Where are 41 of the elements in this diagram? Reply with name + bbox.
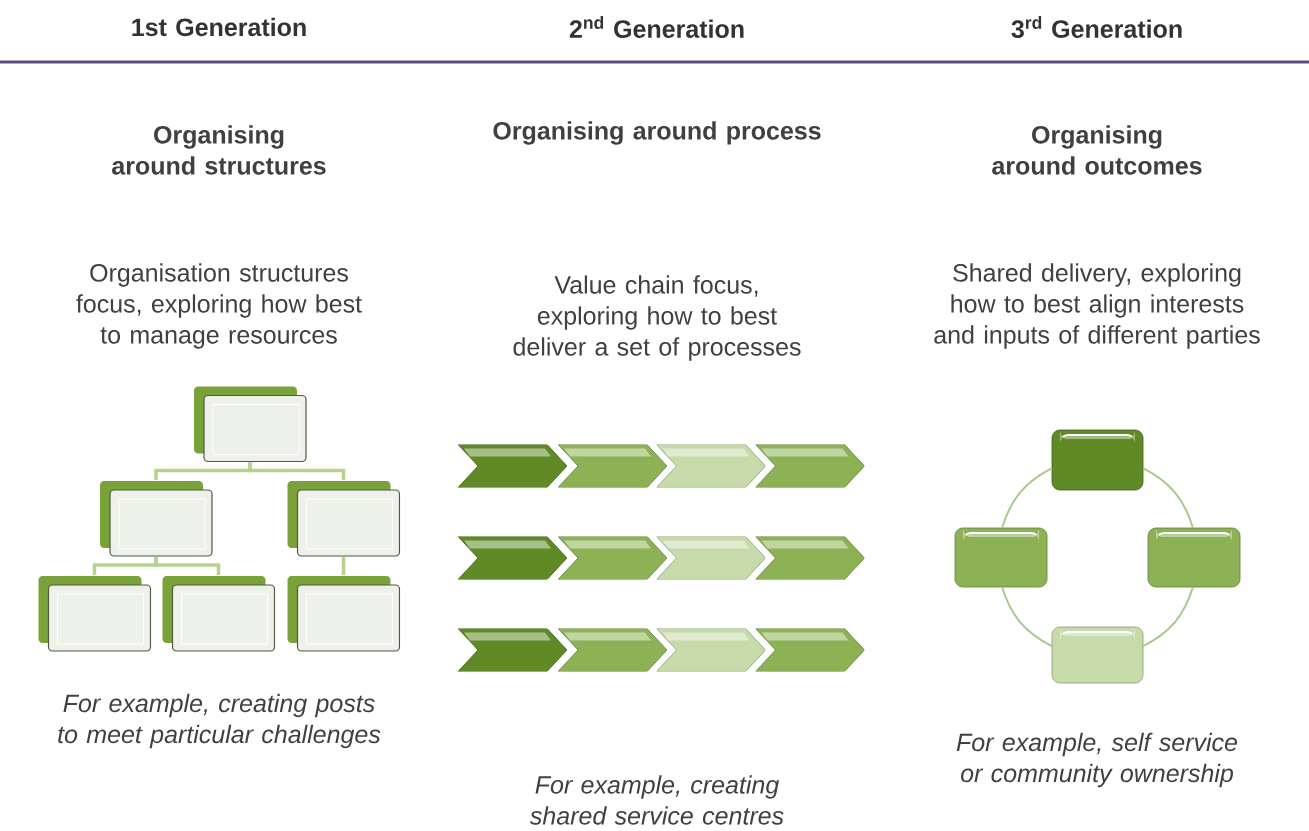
chevron-shape: [558, 444, 667, 488]
connector-line: [341, 557, 346, 575]
org-box: [100, 481, 213, 557]
chevron-shape: [458, 536, 567, 580]
example-text: For example, self service or community ownership: [956, 732, 1238, 788]
chevron-shape: [656, 628, 766, 672]
chevron-shape: [458, 444, 567, 488]
example-text: For example, creating posts to meet particular challenges: [58, 693, 381, 749]
cycle-box: [1147, 527, 1241, 588]
org-box: [287, 481, 401, 557]
section-heading: Organising around structures: [112, 125, 326, 175]
chevron-shape: [656, 536, 766, 580]
section-heading: Organising around outcomes: [992, 125, 1202, 175]
column-header: 3$^{rd}$ Generation: [1011, 16, 1182, 38]
org-box: [194, 386, 307, 463]
column-header: 1st Generation: [132, 17, 306, 37]
description-text: Shared delivery, exploring how to best align interests and inputs of different parties: [934, 263, 1260, 349]
arc-connector: [1001, 586, 1053, 648]
connector-line: [154, 557, 221, 575]
chevron-shape: [656, 444, 766, 488]
chevron-shape: [558, 536, 667, 580]
connector-line: [248, 462, 346, 480]
cycle-box: [1051, 429, 1144, 491]
description-text: Organisation structures focus, exploring how best to manage resources: [76, 263, 362, 349]
chevron-shape: [755, 444, 865, 488]
chevron-shape: [558, 628, 667, 672]
cycle-box: [1051, 626, 1144, 684]
cycle-box: [954, 527, 1048, 588]
column-header: 2$^{nd}$ Generation: [569, 16, 744, 38]
section-heading: Organising around process: [493, 121, 821, 145]
example-text: For example, creating shared service centres: [529, 775, 784, 825]
chevron-shape: [458, 628, 567, 672]
chevron-shape: [755, 536, 865, 580]
org-box: [287, 576, 401, 652]
org-box: [38, 576, 152, 652]
arc-connector: [1142, 467, 1194, 529]
arc-connector: [1142, 586, 1194, 648]
chevron-shape: [755, 628, 865, 672]
arc-connector: [1001, 467, 1053, 529]
description-text: Value chain focus, exploring how to best deliver a set of processes: [513, 275, 801, 361]
org-box: [162, 576, 276, 652]
